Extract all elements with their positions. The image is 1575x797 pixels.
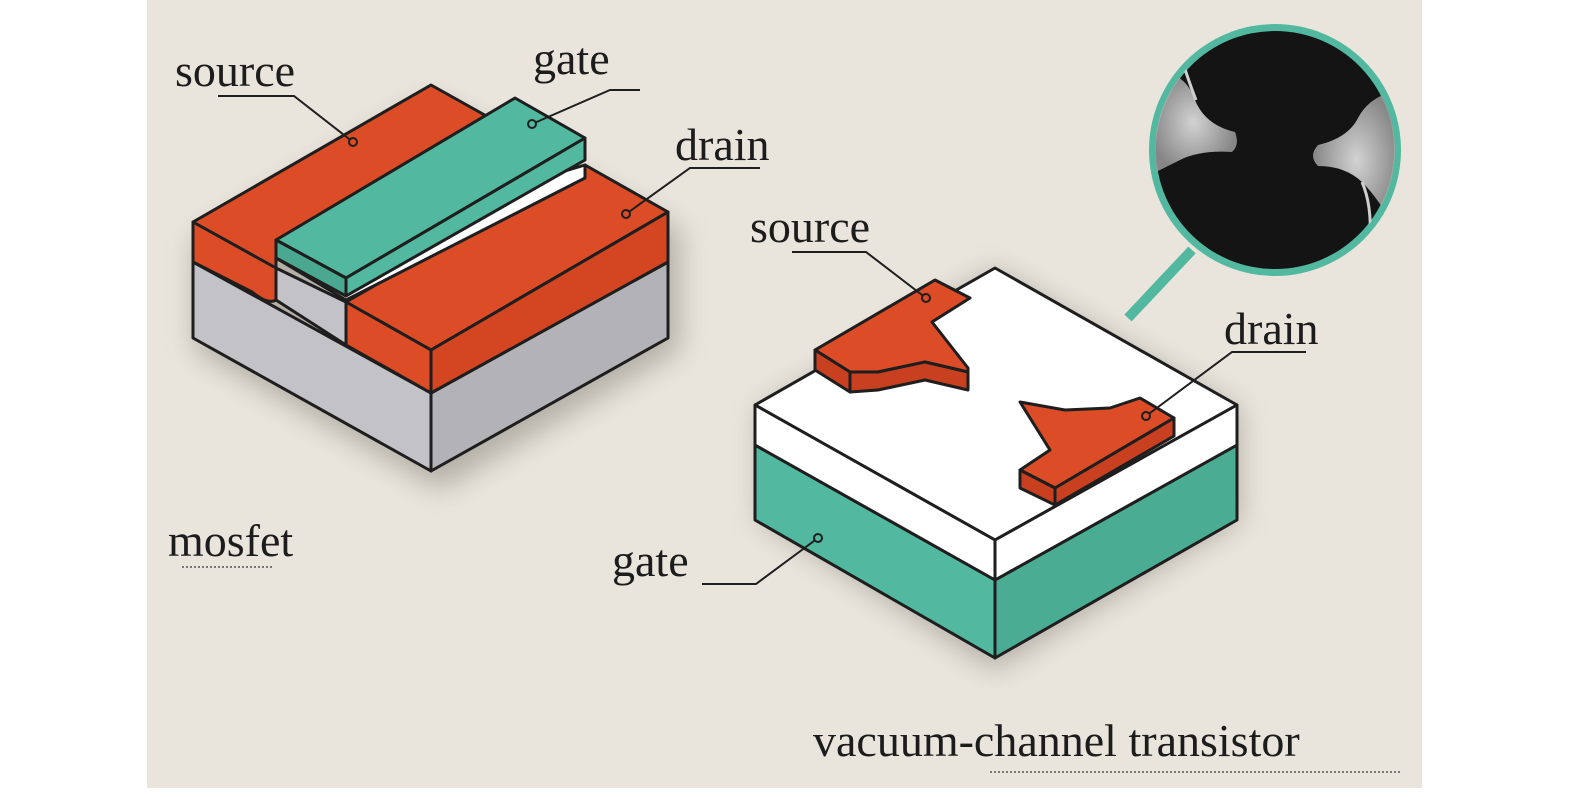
vct-drain-label: drain: [1224, 303, 1319, 354]
mosfet-device: source gate drain mosfet: [168, 33, 770, 568]
electron-micrograph-inset: [1149, 24, 1401, 276]
vct-source-label: source: [750, 201, 870, 252]
mosfet-title: mosfet: [168, 515, 293, 566]
vct-title: vacuum-channel transistor: [813, 715, 1300, 766]
mosfet-source-leader: [218, 95, 354, 143]
mosfet-drain-label: drain: [675, 119, 770, 170]
mosfet-source-dot: [348, 137, 358, 147]
mosfet-source-label: source: [175, 45, 295, 96]
vct-source-dot: [921, 293, 931, 303]
vct-gate-leader: [702, 537, 819, 585]
vct-drain-dot: [1141, 411, 1151, 421]
micrograph-left-tip: [1155, 70, 1237, 175]
vct-drain-leader: [1145, 351, 1306, 417]
micrograph-right-tip: [1313, 90, 1395, 230]
vct-gate-label: gate: [612, 535, 689, 586]
inset-connector: [1124, 246, 1196, 322]
mosfet-channel: [274, 266, 348, 347]
vacuum-channel-device: source drain gate vacuum-channel transis…: [612, 24, 1402, 773]
mosfet-drain-leader: [625, 167, 760, 215]
vct-source-front: [848, 360, 970, 394]
mosfet-gate-side: [344, 136, 587, 298]
vct-gate-dot: [813, 533, 823, 543]
vct-insulator-right: [993, 403, 1239, 582]
vct-drain-side: [1053, 416, 1176, 507]
mosfet-gate-leader: [531, 89, 640, 125]
vct-source-leader: [792, 251, 927, 299]
mosfet-drain-right-face: [429, 210, 670, 395]
mosfet-drain-dot: [621, 209, 631, 219]
mosfet-gate-label: gate: [533, 33, 610, 84]
mosfet-gate-dot: [527, 119, 537, 129]
